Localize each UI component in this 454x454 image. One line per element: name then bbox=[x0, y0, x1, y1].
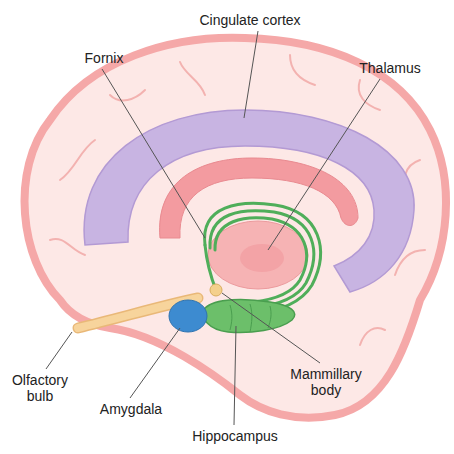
amygdala-shape bbox=[169, 300, 207, 332]
structure-label: Thalamus bbox=[350, 60, 430, 76]
structure-label: Hippocampus bbox=[188, 428, 282, 444]
structure-label: Cingulate cortex bbox=[190, 12, 310, 28]
thalamus-inner bbox=[240, 244, 284, 272]
structure-label: Mammillary body bbox=[286, 366, 366, 398]
structure-label: Olfactory bulb bbox=[2, 372, 78, 404]
structure-label: Fornix bbox=[74, 50, 134, 66]
fornix-shape bbox=[205, 203, 321, 314]
cingulate-cortex bbox=[84, 110, 414, 292]
hippocampus-shape bbox=[203, 300, 295, 333]
structure-label: Amygdala bbox=[96, 401, 166, 417]
gyri-lines bbox=[50, 55, 425, 345]
thalamus-shape bbox=[208, 221, 308, 289]
mammillary-body-shape bbox=[210, 284, 222, 296]
leader-lines bbox=[46, 31, 380, 425]
